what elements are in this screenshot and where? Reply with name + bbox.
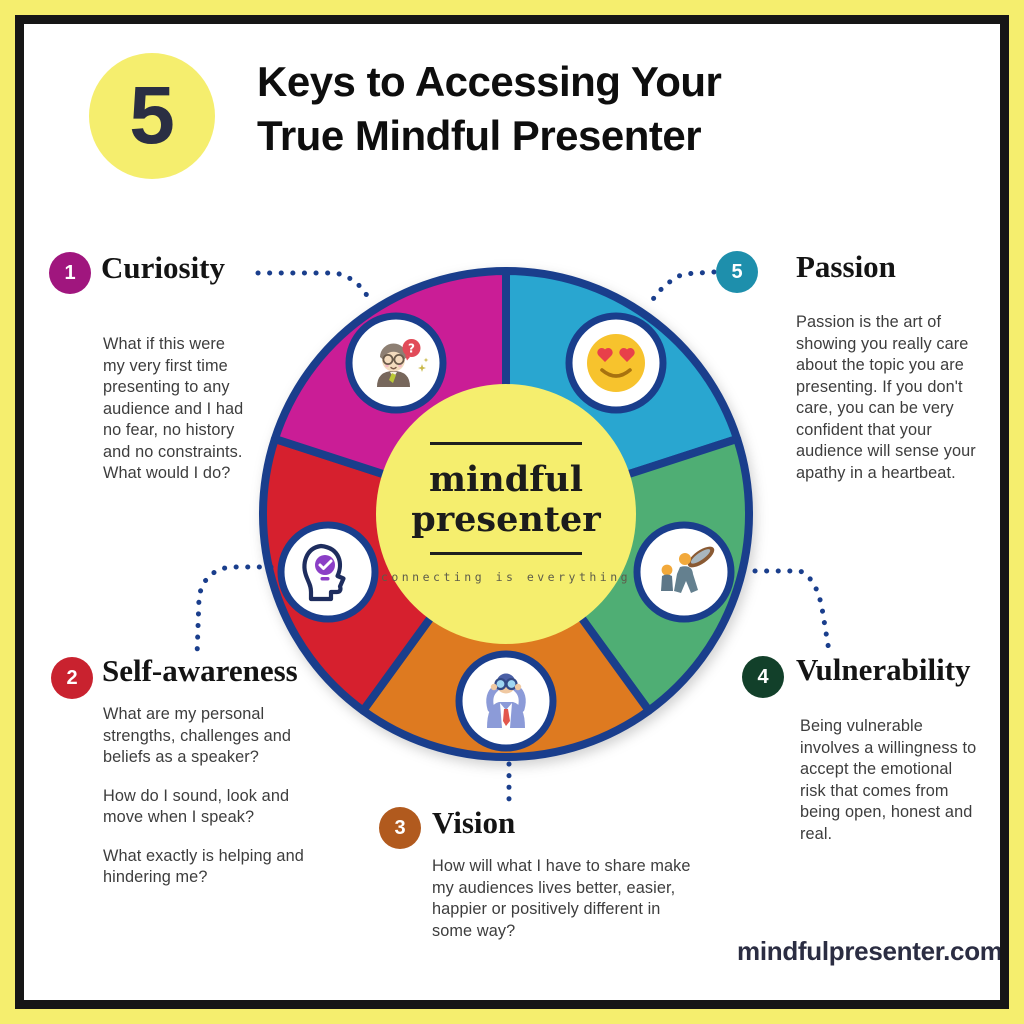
key-1-body: What if this were my very first time pre…	[103, 334, 251, 485]
logo-tagline: connecting is everything	[380, 570, 632, 584]
key-2-body: What are my personal strengths, challeng…	[103, 704, 317, 889]
logo-line1: mindful	[428, 459, 584, 500]
logo-line2: presenter	[411, 499, 601, 540]
key-4-badge: 4	[742, 656, 784, 698]
key-5-paragraph: Passion is the art of showing you really…	[796, 313, 976, 482]
key-5-title: Passion	[796, 249, 896, 284]
count-number: 5	[129, 70, 175, 161]
key-2-paragraph: What exactly is helping and hindering me…	[103, 846, 304, 887]
key-3-paragraph: How will what I have to share make my au…	[432, 857, 691, 940]
keys-wheel: ?	[258, 267, 754, 762]
key-4-paragraph: Being vulnerable involves a willingness …	[800, 717, 977, 843]
logo-rule-top	[430, 442, 582, 445]
key-2-badge: 2	[51, 657, 93, 699]
key-1-badge: 1	[49, 252, 91, 294]
count-badge: 5	[89, 53, 215, 179]
key-5-badge: 5	[716, 251, 758, 293]
key-2-title: Self-awareness	[102, 653, 298, 688]
page-title-line2: True Mindful Presenter	[257, 112, 702, 159]
curious-presenter-icon: ?	[345, 312, 447, 414]
key-3-body: How will what I have to share make my au…	[432, 856, 694, 942]
key-3-title: Vision	[432, 805, 516, 840]
key-2-number: 2	[66, 666, 78, 689]
key-3-number: 3	[394, 816, 406, 839]
key-2-paragraph: What are my personal strengths, challeng…	[103, 705, 292, 766]
key-5-body: Passion is the art of showing you really…	[796, 312, 988, 484]
vision-binoculars-icon	[455, 650, 557, 752]
website-url: mindfulpresenter.com	[737, 936, 1003, 966]
key-4-title: Vulnerability	[796, 652, 971, 687]
key-1-paragraph: What if this were my very first time pre…	[103, 335, 244, 482]
page-title-line1: Keys to Accessing Your	[257, 58, 722, 105]
key-5-number: 5	[731, 260, 743, 283]
key-1-number: 1	[64, 261, 76, 284]
center-circle	[376, 384, 636, 644]
key-3-badge: 3	[379, 807, 421, 849]
key-1-title: Curiosity	[101, 250, 225, 285]
self-awareness-head-icon	[277, 521, 379, 623]
key-2-paragraph: How do I sound, look and move when I spe…	[103, 786, 290, 827]
key-4-body: Being vulnerable involves a willingness …	[800, 716, 982, 845]
logo-rule-bottom	[430, 552, 582, 555]
vulnerability-shelter-icon	[633, 521, 735, 623]
key-4-number: 4	[757, 665, 769, 688]
svg-text:?: ?	[408, 342, 415, 356]
passion-heart-eyes-icon	[565, 312, 667, 414]
